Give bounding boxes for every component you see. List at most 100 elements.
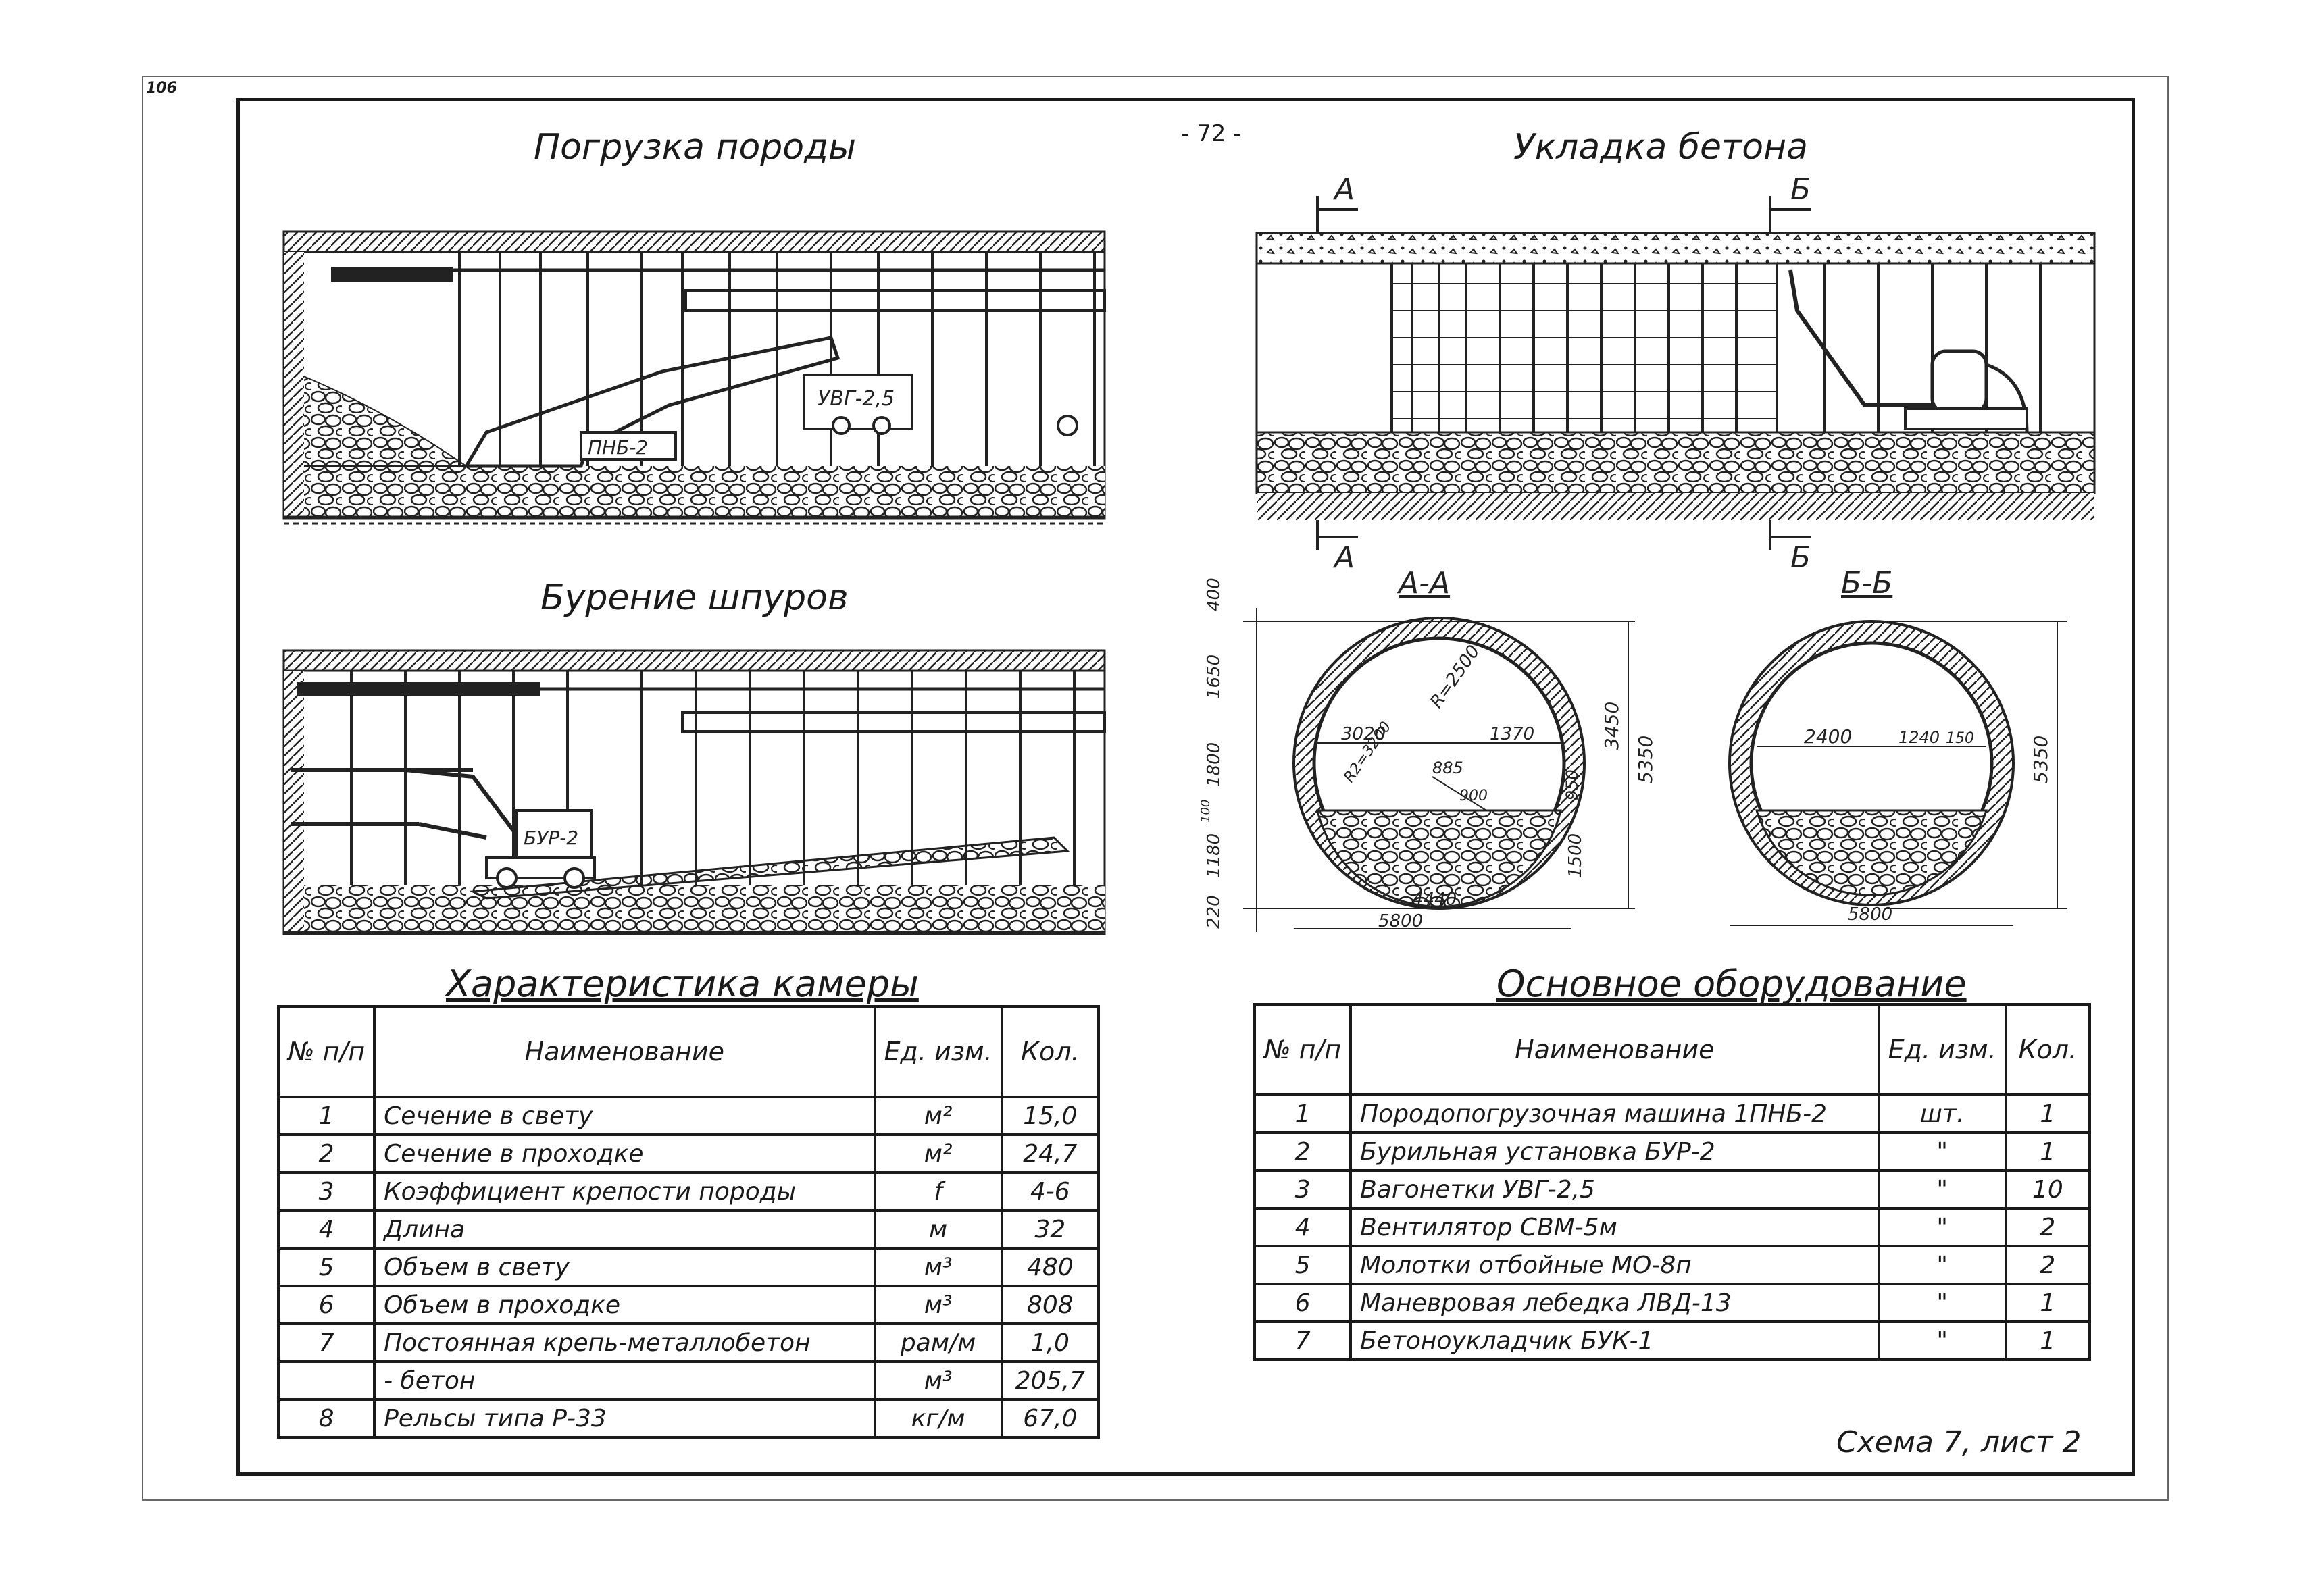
header-num: № п/п [1253,1003,1353,1096]
cell-unit: " [1877,1131,2007,1172]
dim-bb-1: 2400 [1804,725,1852,748]
dim-aa-15: 5350 [1634,736,1657,783]
header-unit: Ед. изм. [1877,1003,2007,1096]
cell-name: Сечение в проходке [373,1133,876,1174]
cell-qty: 205,7 [1000,1360,1101,1401]
cell-num: 8 [276,1398,376,1439]
cell-qty: 1,0 [1000,1322,1101,1363]
equipment-table-title: Основное оборудование [1496,962,1967,1005]
cell-qty: 2 [2004,1245,2092,1285]
cell-unit: " [1877,1245,2007,1285]
sheet-outer-border [142,76,2169,1501]
cell-qty: 1 [2004,1093,2092,1134]
wagon-label: УВГ-2,5 [818,387,895,411]
cell-num [276,1360,376,1401]
cell-num: 1 [1253,1093,1353,1134]
drilling-diagram: БУР-2 [282,649,1106,935]
corner-number: 106 [146,80,177,97]
cell-name: Объем в свету [373,1247,876,1287]
dim-aa-1: 400 [1204,577,1224,611]
cell-unit: м³ [873,1285,1003,1325]
sheet-footer: Схема 7, лист 2 [1836,1425,2082,1460]
cell-num: 1 [276,1096,376,1136]
cell-qty: 1 [2004,1283,2092,1323]
header-name: Наименование [373,1005,876,1098]
cell-num: 5 [276,1247,376,1287]
cell-unit: кг/м [873,1398,1003,1439]
header-qty: Кол. [2004,1003,2092,1096]
cell-name: Коэффициент крепости породы [373,1171,876,1212]
equipment-table-header: № п/п Наименование Ед. изм. Кол. [1253,1003,2092,1096]
cell-name: Объем в проходке [373,1285,876,1325]
cell-num: 5 [1253,1245,1353,1285]
header-num: № п/п [276,1005,376,1098]
section-aa: А-А 400 1650 1800 100 1180 220 3020 1370… [1199,566,1657,932]
cell-name: Молотки отбойные МО-8п [1349,1245,1880,1285]
cell-unit: шт. [1877,1093,2007,1134]
rig-label: БУР-2 [524,827,578,849]
cell-name: Рельсы типа Р-33 [373,1398,876,1439]
drilling-title: Бурение шпуров [540,577,849,618]
cell-name: - бетон [373,1360,876,1401]
chamber-table-title: Характеристика камеры [446,962,919,1005]
marker-a-bottom: А [1332,540,1355,575]
cell-qty: 10 [2004,1169,2092,1210]
concrete-title: Укладка бетона [1513,127,1808,168]
cell-name: Вагонетки УВГ-2,5 [1349,1169,1880,1210]
dim-aa-4: 100 [1199,800,1213,823]
dim-bb-3: 150 [1946,730,1974,747]
cell-qty: 67,0 [1000,1398,1101,1439]
cell-name: Бурильная установка БУР-2 [1349,1131,1880,1172]
cell-qty: 808 [1000,1285,1101,1325]
cell-qty: 480 [1000,1247,1101,1287]
cell-unit: " [1877,1320,2007,1361]
cell-unit: м [873,1209,1003,1250]
cell-unit: f [873,1171,1003,1212]
cell-unit: м² [873,1133,1003,1174]
cell-unit: " [1877,1207,2007,1247]
chamber-table-header: № п/п Наименование Ед. изм. Кол. [276,1005,1101,1098]
dim-aa-11: 885 [1432,758,1463,777]
header-qty: Кол. [1000,1005,1101,1098]
dim-aa-7: 3020 [1341,724,1386,744]
dim-aa-5: 1180 [1204,833,1224,878]
cell-name: Длина [373,1209,876,1250]
page-number: - 72 - [1181,120,1242,147]
cell-qty: 4-6 [1000,1171,1101,1212]
dim-bb-2: 1240 [1898,728,1940,747]
cell-name: Маневровая лебедка ЛВД-13 [1349,1283,1880,1323]
header-unit: Ед. изм. [873,1005,1003,1098]
cell-qty: 2 [2004,1207,2092,1247]
dim-aa-8: 1370 [1490,724,1534,744]
marker-b-top: Б [1790,172,1811,207]
cell-qty: 15,0 [1000,1096,1101,1136]
cell-num: 3 [276,1171,376,1212]
cell-unit: " [1877,1283,2007,1323]
cell-unit: рам/м [873,1322,1003,1363]
drawing-frame [236,98,2135,1476]
section-bb-title: Б-Б [1841,566,1892,600]
cell-name: Вентилятор СВМ-5м [1349,1207,1880,1247]
dim-aa-13: 950 [1563,769,1582,800]
dim-aa-16: 1500 [1565,833,1586,878]
cell-num: 2 [276,1133,376,1174]
dim-aa-14: 3450 [1601,702,1623,750]
cell-num: 4 [1253,1207,1353,1247]
dim-aa-2: 1650 [1204,654,1224,699]
cell-name: Постоянная крепь-металлобетон [373,1322,876,1363]
